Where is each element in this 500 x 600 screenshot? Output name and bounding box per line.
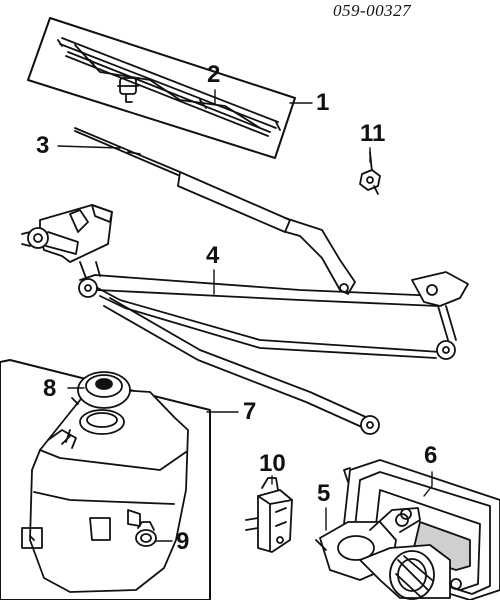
clip-part — [359, 151, 381, 195]
callout-11: 11 — [360, 120, 386, 147]
callout-3: 3 — [36, 132, 50, 159]
wiper-motor — [315, 507, 451, 600]
wiper-blade — [57, 37, 281, 137]
diagram-code: 059-00327 — [333, 1, 412, 20]
callout-5: 5 — [317, 480, 331, 507]
callout-2: 2 — [207, 61, 221, 88]
callout-1: 1 — [316, 89, 330, 116]
callout-10: 10 — [259, 450, 286, 477]
leader-lines — [57, 89, 433, 542]
wiper-linkage — [21, 204, 469, 435]
callout-7: 7 — [243, 398, 257, 425]
grommet — [135, 521, 157, 547]
callout-9: 9 — [176, 528, 190, 555]
reservoir-cap — [77, 371, 131, 435]
callout-6: 6 — [424, 442, 438, 469]
callout-8: 8 — [43, 375, 57, 402]
blade-kit-box — [27, 17, 296, 159]
washer-pump — [245, 477, 293, 553]
reservoir-box — [0, 359, 211, 600]
wiper-arm — [74, 127, 356, 295]
callout-4: 4 — [206, 242, 220, 269]
